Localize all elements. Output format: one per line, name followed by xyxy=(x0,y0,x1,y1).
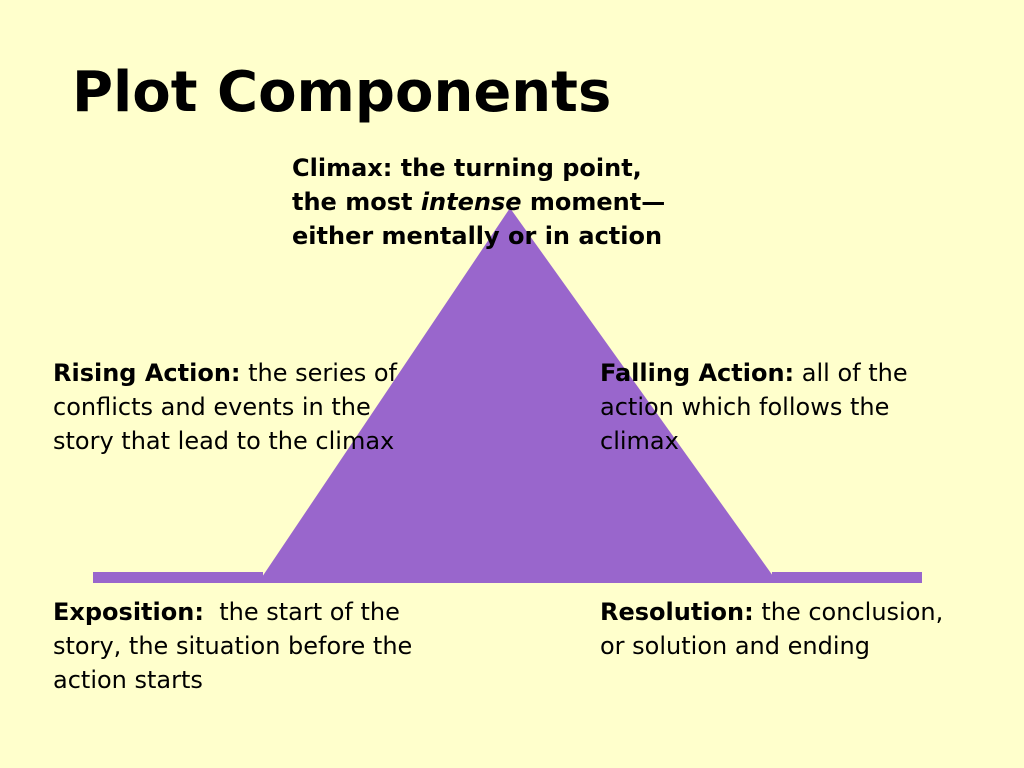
slide-title: Plot Components xyxy=(72,60,612,125)
rising-action-description: Rising Action: the series of conflicts a… xyxy=(53,356,493,458)
exposition-line-3: action starts xyxy=(53,666,203,694)
plot-pyramid xyxy=(258,208,778,583)
climax-line-2-end: moment— xyxy=(521,188,666,216)
climax-line-3: either mentally or in action xyxy=(292,222,663,250)
falling-action-line-2: action which follows the xyxy=(600,393,890,421)
falling-action-line-1-rest: all of the xyxy=(794,359,908,387)
falling-action-term: Falling Action: xyxy=(600,359,795,387)
rising-action-term: Rising Action: xyxy=(53,359,241,387)
falling-action-line-3: climax xyxy=(600,427,679,455)
rising-action-line-1: Rising Action: the series of xyxy=(53,356,493,390)
climax-line-1: Climax: the turning point, xyxy=(292,154,642,182)
exposition-description: Exposition: the start of the story, the … xyxy=(53,595,493,697)
resolution-term: Resolution: xyxy=(600,598,754,626)
baseline-right xyxy=(772,572,922,583)
resolution-line-1: Resolution: the conclusion, xyxy=(600,595,1020,629)
resolution-line-1-rest: the conclusion, xyxy=(753,598,944,626)
exposition-line-1-rest: the start of the xyxy=(203,598,400,626)
exposition-line-2: story, the situation before the xyxy=(53,632,413,660)
resolution-line-2: or solution and ending xyxy=(600,632,870,660)
falling-action-line-1: Falling Action: all of the xyxy=(600,356,1010,390)
rising-action-line-2: conflicts and events in the xyxy=(53,393,371,421)
climax-line-2-start: the most xyxy=(292,188,421,216)
baseline-left xyxy=(93,572,263,583)
climax-line-2: the most intense moment— xyxy=(292,185,762,219)
exposition-term: Exposition: xyxy=(53,598,204,626)
rising-action-line-3: story that lead to the climax xyxy=(53,427,395,455)
rising-action-line-1-rest: the series of xyxy=(240,359,397,387)
climax-emphasis: intense xyxy=(420,188,522,216)
exposition-line-1: Exposition: the start of the xyxy=(53,595,493,629)
resolution-description: Resolution: the conclusion, or solution … xyxy=(600,595,1020,663)
falling-action-description: Falling Action: all of the action which … xyxy=(600,356,1010,458)
climax-description: Climax: the turning point, the most inte… xyxy=(292,151,762,253)
